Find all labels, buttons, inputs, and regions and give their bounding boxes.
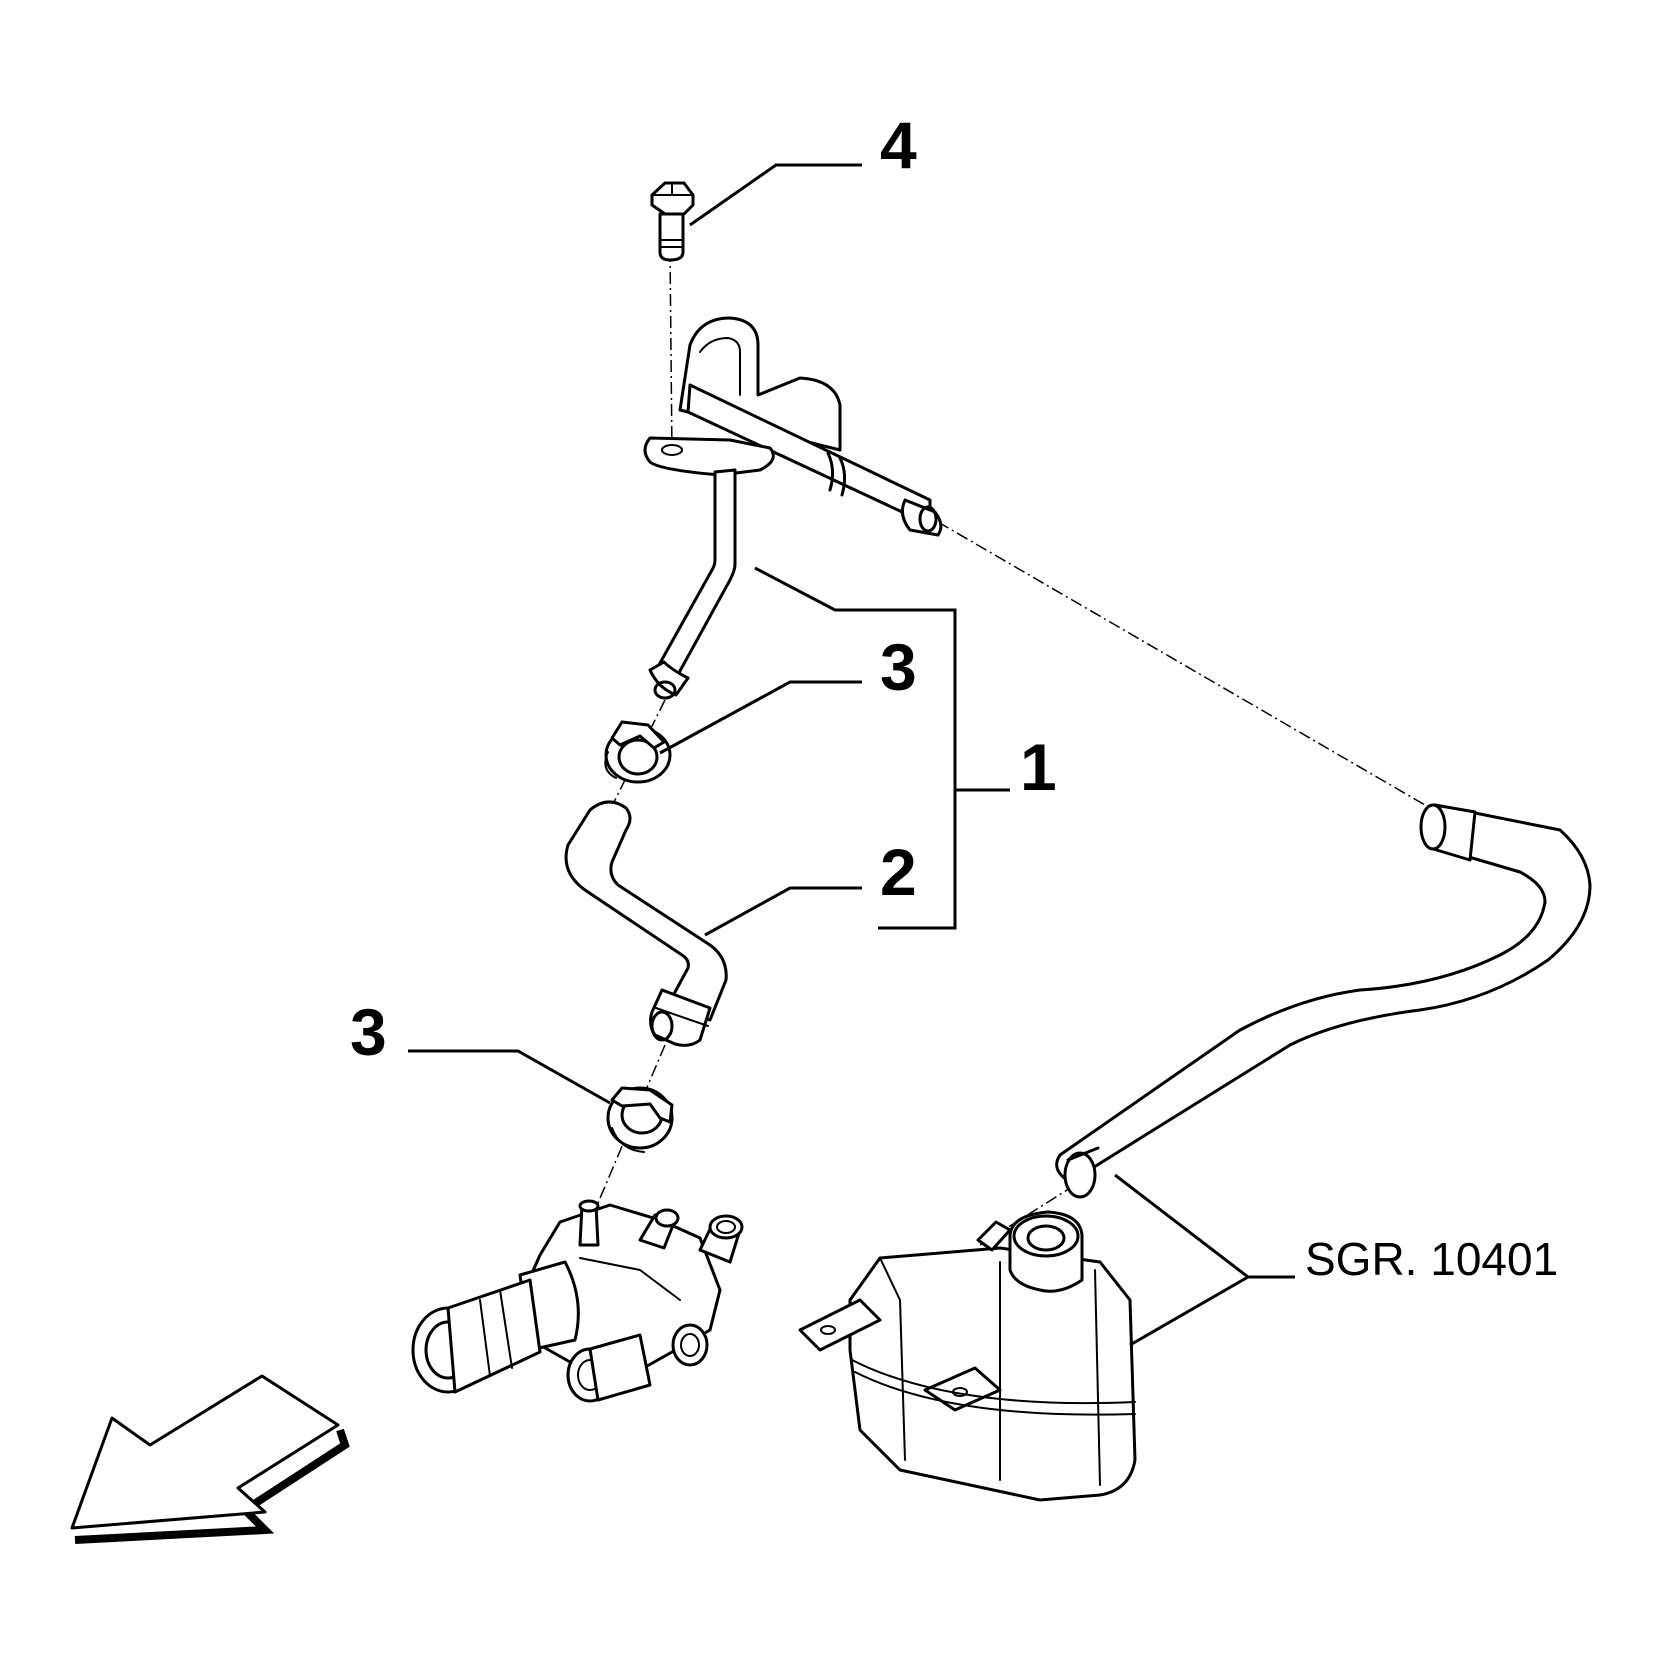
callout-4: 4	[880, 108, 917, 182]
tank-hose	[1055, 803, 1592, 1199]
metal-pipe-part-1	[643, 316, 943, 700]
hose-clamp-part-3-top	[604, 720, 672, 784]
leader-3-bottom	[408, 1049, 611, 1105]
callout-2: 2	[880, 835, 917, 909]
callout-1: 1	[1020, 730, 1057, 804]
leader-2	[704, 886, 862, 937]
leader-sgr-tank	[1129, 1275, 1249, 1347]
hose-clamp-part-3-bottom	[606, 1086, 674, 1153]
direction-arrow-icon	[70, 1374, 350, 1544]
leader-4	[689, 163, 862, 227]
leader-sgr	[1114, 1173, 1295, 1279]
thermostat-housing	[411, 1199, 744, 1403]
bolt-part-4	[650, 181, 695, 262]
expansion-tank	[798, 1210, 1137, 1502]
axis-pipe-end-to-hose	[937, 521, 1426, 806]
axis-bolt	[669, 249, 673, 456]
reference-label: SGR. 10401	[1305, 1233, 1558, 1285]
callout-3-top: 3	[880, 630, 917, 704]
leader-3-top	[659, 680, 862, 755]
leader-lines	[408, 163, 1295, 1347]
rubber-hose-part-2	[564, 800, 728, 1047]
callout-3-bottom: 3	[350, 995, 387, 1069]
bracket-1	[754, 566, 957, 930]
